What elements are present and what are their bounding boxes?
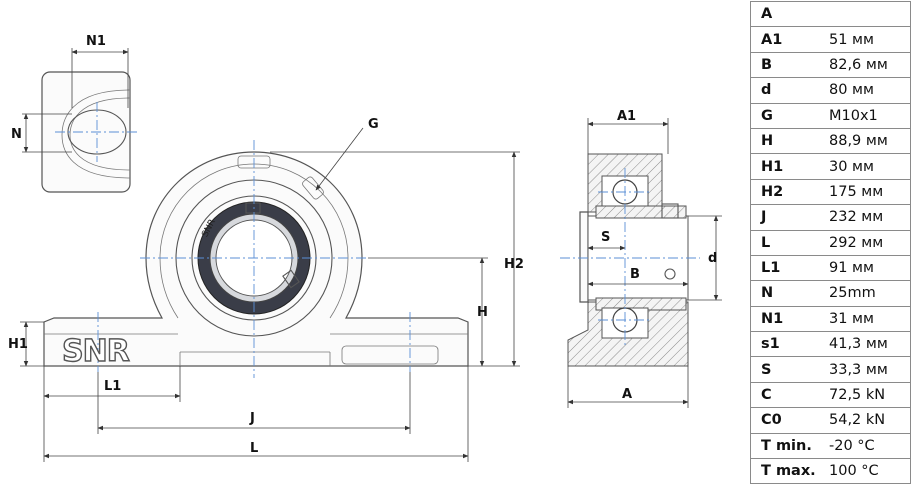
spec-key: H bbox=[750, 127, 821, 155]
spec-value: 88,9 мм bbox=[821, 127, 911, 155]
label-H2: H2 bbox=[504, 257, 524, 272]
label-A1: A1 bbox=[617, 109, 636, 124]
spec-value: 54,2 kN bbox=[821, 407, 911, 434]
spec-key: d bbox=[750, 77, 821, 104]
label-B: B bbox=[630, 267, 640, 282]
spec-key: C bbox=[750, 381, 821, 409]
spec-value: M10x1 bbox=[821, 102, 911, 129]
spec-value: 31 мм bbox=[821, 305, 911, 333]
table-row-header: A bbox=[750, 0, 911, 28]
spec-key: T min. bbox=[750, 432, 821, 460]
spec-key: C0 bbox=[750, 407, 821, 434]
spec-value: 82,6 мм bbox=[821, 51, 911, 79]
spec-key: J bbox=[750, 204, 821, 231]
label-H: H bbox=[477, 305, 488, 320]
table-row: T max.100 °C bbox=[750, 458, 911, 484]
spec-value: 175 мм bbox=[821, 178, 911, 206]
spec-value: 100 °C bbox=[821, 458, 911, 484]
top-view: N1 N bbox=[11, 34, 138, 193]
label-L: L bbox=[250, 441, 258, 456]
spec-value: 30 мм bbox=[821, 153, 911, 180]
label-d: d bbox=[708, 251, 717, 266]
spec-key: T max. bbox=[750, 458, 821, 484]
table-row: T min.-20 °C bbox=[750, 432, 911, 460]
spec-value: 25mm bbox=[821, 280, 911, 307]
side-section-view: A1 S B d A bbox=[560, 109, 722, 408]
logo-text: SNR bbox=[62, 334, 130, 369]
spec-value: 292 мм bbox=[821, 229, 911, 256]
spec-value: 232 мм bbox=[821, 204, 911, 231]
spec-value: 41,3 мм bbox=[821, 331, 911, 358]
spec-key: N1 bbox=[750, 305, 821, 333]
spec-key: B bbox=[750, 51, 821, 79]
spec-header: A bbox=[750, 0, 821, 28]
spec-key: S bbox=[750, 356, 821, 383]
label-A: A bbox=[622, 387, 632, 402]
label-N: N bbox=[11, 127, 22, 142]
spec-value: 33,3 мм bbox=[821, 356, 911, 383]
label-S: S bbox=[601, 230, 610, 245]
spec-key: G bbox=[750, 102, 821, 129]
spec-key: s1 bbox=[750, 331, 821, 358]
spec-key: N bbox=[750, 280, 821, 307]
label-L1: L1 bbox=[104, 379, 121, 394]
spec-key: A1 bbox=[750, 26, 821, 53]
technical-drawing: N1 N SNR bbox=[8, 34, 722, 462]
spec-key: L1 bbox=[750, 254, 821, 282]
spec-key: H1 bbox=[750, 153, 821, 180]
spec-value: 51 мм bbox=[821, 26, 911, 53]
label-G: G bbox=[368, 117, 379, 132]
front-view: SNR SNR G H2 H H1 L1 bbox=[8, 117, 524, 462]
spec-value: 80 мм bbox=[821, 77, 911, 104]
spec-key: H2 bbox=[750, 178, 821, 206]
spec-value: 91 мм bbox=[821, 254, 911, 282]
label-H1: H1 bbox=[8, 337, 28, 352]
spec-value: 72,5 kN bbox=[821, 381, 911, 409]
label-J: J bbox=[249, 411, 255, 426]
label-N1: N1 bbox=[86, 34, 106, 49]
spec-value: -20 °C bbox=[821, 432, 911, 460]
spec-key: L bbox=[750, 229, 821, 256]
